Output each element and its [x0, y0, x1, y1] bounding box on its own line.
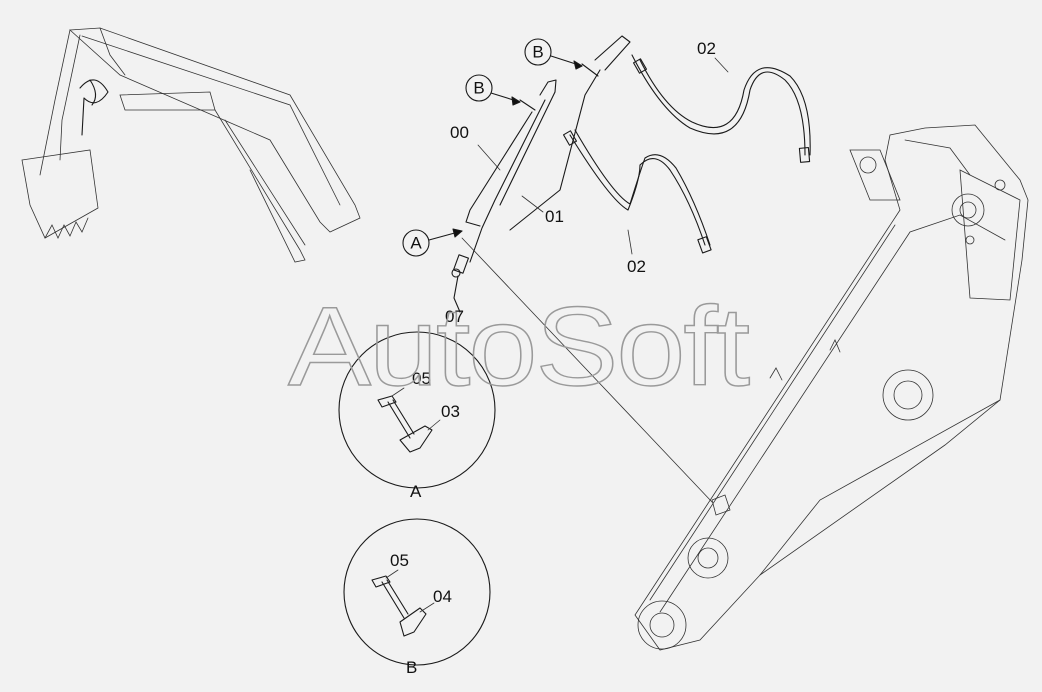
fittings [451, 58, 811, 313]
label-02-top: 02 [697, 39, 716, 58]
label-05-a: 05 [412, 369, 431, 388]
watermark-text: AutoSoft [288, 284, 750, 409]
callout-b-left-letter: B [473, 79, 484, 98]
boom-assembly [634, 124, 1029, 651]
callout-a-letter: A [410, 234, 422, 253]
detail-view-a: 05 03 A [338, 331, 496, 501]
detail-view-b: 05 04 B [343, 518, 491, 677]
label-04: 04 [433, 587, 452, 606]
detail-b-caption: B [406, 658, 417, 677]
detail-a-caption: A [410, 482, 422, 501]
hose-00 [465, 111, 533, 227]
label-07: 07 [445, 307, 464, 326]
callout-a: A [402, 228, 463, 257]
hose-02-mid [569, 134, 706, 246]
label-05-b: 05 [390, 551, 409, 570]
excavator-overview [21, 27, 361, 263]
label-02-mid: 02 [627, 257, 646, 276]
hose-02-top [631, 54, 806, 156]
callout-b-top-letter: B [532, 43, 543, 62]
label-00: 00 [450, 123, 469, 142]
callout-b-left: B [465, 74, 521, 106]
label-01: 01 [545, 207, 564, 226]
leader-line [461, 237, 713, 503]
hose-01 [469, 99, 546, 263]
label-03: 03 [441, 402, 460, 421]
callout-b-top: B [524, 38, 583, 70]
